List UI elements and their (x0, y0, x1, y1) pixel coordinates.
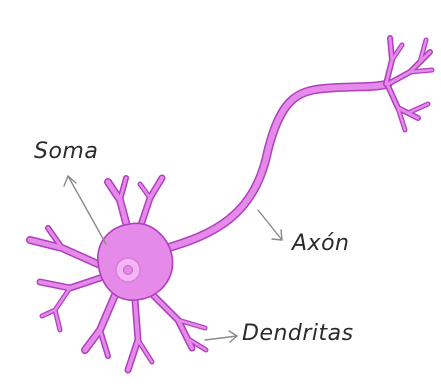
dendrites-label: Dendritas (242, 321, 354, 346)
axon-terminals (386, 38, 432, 130)
nucleus (116, 258, 140, 282)
soma-label: Soma (34, 139, 98, 164)
axon-pointer-arrow (258, 210, 282, 240)
dendrites-pointer-arrow (205, 331, 237, 342)
axon (160, 84, 388, 250)
axon-label: Axón (290, 231, 349, 256)
soma-pointer-arrow (64, 176, 106, 244)
